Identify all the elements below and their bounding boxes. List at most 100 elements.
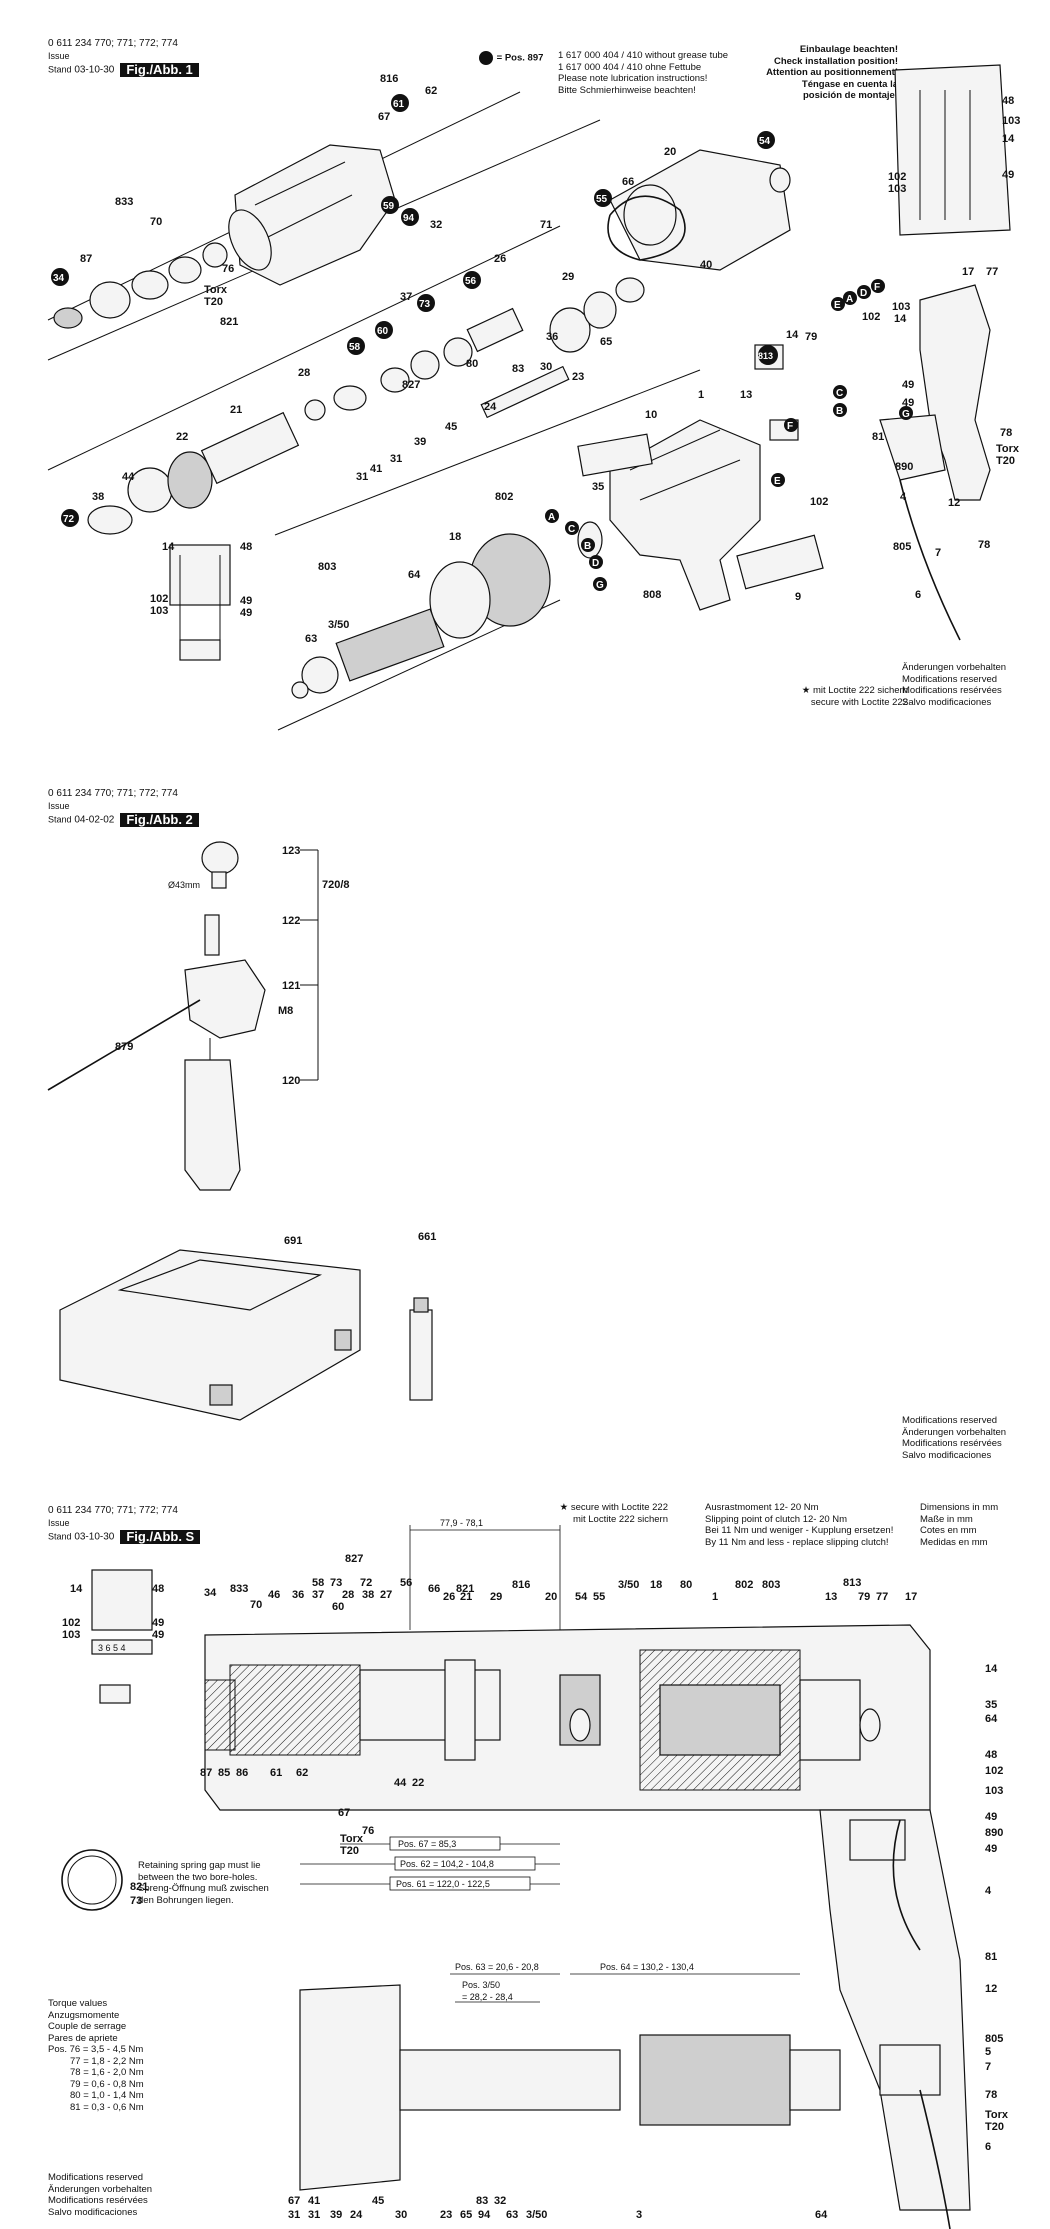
part-number: 37 xyxy=(400,291,412,303)
callout-E: E xyxy=(831,297,845,311)
ring-70 xyxy=(131,270,169,300)
svg-text:60: 60 xyxy=(377,326,389,337)
part-number: T20 xyxy=(996,455,1015,467)
part-number: 77 xyxy=(986,266,998,278)
part-number: 37 xyxy=(312,1589,324,1601)
callout-F2: F xyxy=(784,418,798,432)
loctite-note: ★ secure with Loctite 222 mit Loctite 22… xyxy=(548,1502,668,1525)
part-number: 805 xyxy=(985,2033,1003,2045)
dimensions-note: Dimensions in mm Maße in mm Cotes en mm … xyxy=(920,1502,998,1548)
callout-73: 73 xyxy=(417,294,435,312)
svg-text:D: D xyxy=(860,288,867,299)
part-number: 20 xyxy=(664,146,676,158)
spring-line: Spreng-Öffnung muß zwischen xyxy=(138,1883,269,1894)
part-number: 60 xyxy=(332,1601,344,1613)
part-number: 44 xyxy=(394,1777,407,1789)
screw-122 xyxy=(204,914,220,956)
spring-line: Retaining spring gap must lie xyxy=(138,1860,261,1871)
svg-text:E: E xyxy=(834,300,841,311)
handle-section xyxy=(819,1809,971,2211)
part-number: 62 xyxy=(296,1767,308,1779)
part-number: 70 xyxy=(150,216,162,228)
part-number: 48 xyxy=(240,541,252,553)
grease-note: = Pos. 897 xyxy=(478,50,543,66)
modifications-note: Änderungen vorbehalten Modifications res… xyxy=(902,662,1006,708)
part-number: 71 xyxy=(540,219,552,231)
svg-text:55: 55 xyxy=(596,194,608,205)
bearing-63 xyxy=(291,681,309,699)
part-number: 23 xyxy=(572,371,584,383)
dim-line: Dimensions in mm xyxy=(920,1502,999,1513)
grease-dot-icon xyxy=(479,51,493,65)
nut-34 xyxy=(53,307,83,329)
torque-line: Pos. 76 = 3,5 - 4,5 Nm xyxy=(48,2044,144,2055)
diameter-label: Ø43mm xyxy=(168,880,200,890)
part-number: 3/50 xyxy=(618,1579,639,1591)
shaft-24 xyxy=(480,365,570,419)
mod-line: Modifications reserved xyxy=(48,2172,144,2183)
part-number: 661 xyxy=(418,1231,436,1243)
part-number: 6 xyxy=(985,2141,991,2153)
loctite-line: secure with Loctite 222 xyxy=(810,696,908,708)
part-number: 38 xyxy=(92,491,104,503)
ring xyxy=(202,242,228,268)
part-number: 14 xyxy=(985,1663,998,1675)
part-number: 49 xyxy=(985,1843,997,1855)
part-number: 56 xyxy=(400,1577,412,1589)
callout-G: G xyxy=(593,577,607,591)
dim-pos61: Pos. 61 = 122,0 - 122,5 xyxy=(300,1876,560,1891)
callout-56: 56 xyxy=(463,271,481,289)
spring-ring xyxy=(168,256,202,284)
sectional-view-fig-s: 3 6 5 4 14 48 102 103 49 49 xyxy=(61,1518,1009,2229)
issue-label: Issue Stand xyxy=(48,1518,72,1542)
grease-lines: 1 617 000 404 / 410 without grease tube … xyxy=(558,50,728,96)
terminal-block xyxy=(91,1639,153,1655)
terminal-numbers: 3 6 5 4 xyxy=(98,1643,126,1653)
svg-text:G: G xyxy=(596,580,604,591)
baffle-18 xyxy=(429,561,491,639)
part-number: 22 xyxy=(176,431,188,443)
part-number: 122 xyxy=(282,915,300,927)
part-number: 70 xyxy=(250,1599,262,1611)
torque-line: Pares de apriete xyxy=(48,2032,118,2044)
part-number: 72 xyxy=(360,1577,372,1589)
part-number: 20 xyxy=(545,1591,557,1603)
part-number: 4 xyxy=(900,491,907,503)
part-number: 833 xyxy=(115,196,133,208)
part-number: 85 xyxy=(218,1767,230,1779)
retaining-ring-73 xyxy=(61,1849,123,1911)
part-number: 35 xyxy=(985,1699,997,1711)
part-number: 813 xyxy=(843,1577,861,1589)
svg-text:E: E xyxy=(774,476,781,487)
wobble-bearing xyxy=(444,1659,476,1761)
dim-line: Medidas en mm xyxy=(920,1536,988,1548)
part-number: 18 xyxy=(650,1579,662,1591)
seal-55 xyxy=(607,195,686,261)
wiring-schematic xyxy=(91,1569,153,1631)
part-number: 123 xyxy=(282,845,300,857)
part-number: 31 xyxy=(308,2209,320,2221)
bearing xyxy=(859,1708,881,1742)
svg-text:A: A xyxy=(846,294,853,305)
mod-line: Salvo modificaciones xyxy=(902,696,992,708)
dim-pos63: Pos. 63 = 20,6 - 20,8 xyxy=(450,1962,560,1975)
issue-label: Issue Stand xyxy=(48,801,72,825)
part-number: 5 xyxy=(985,2046,991,2058)
part-number: 76 xyxy=(222,263,234,275)
part-number: 36 xyxy=(546,331,558,343)
case-latch xyxy=(334,1329,352,1351)
part-number: 78 xyxy=(1000,427,1012,439)
part-number: 10 xyxy=(645,409,657,421)
ring-37 xyxy=(410,350,440,380)
clutch-line: Bei 11 Nm und weniger - Kupplung ersetze… xyxy=(705,1525,894,1536)
callout-C2: C xyxy=(833,385,847,399)
part-number: 821 xyxy=(130,1881,148,1893)
callout-D: D xyxy=(589,555,603,569)
part-number: 805 xyxy=(893,541,911,553)
part-number: 27 xyxy=(380,1589,392,1601)
part-number: 63 xyxy=(506,2209,518,2221)
svg-text:C: C xyxy=(568,524,575,535)
part-number: 802 xyxy=(495,491,513,503)
part-number: 28 xyxy=(342,1589,354,1601)
install-line: Einbaulage beachten! xyxy=(799,44,898,55)
